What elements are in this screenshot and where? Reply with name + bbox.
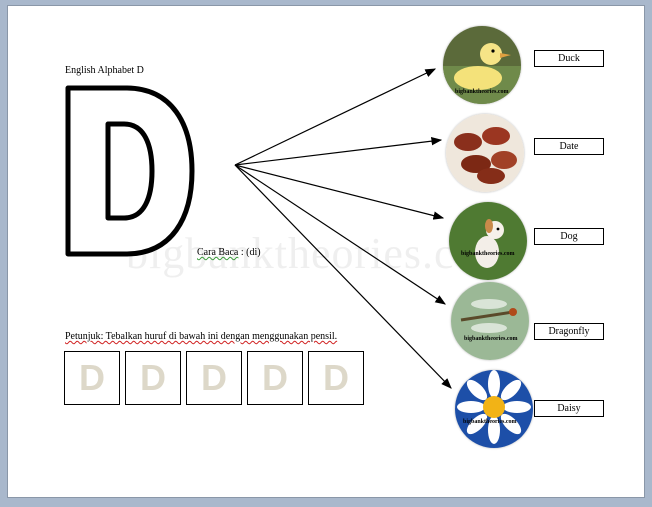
arrow-dog: [234, 164, 445, 220]
tracing-box: D: [125, 351, 181, 405]
tracing-box: D: [64, 351, 120, 405]
image-caption: bigbanktheories.com: [463, 419, 517, 425]
instruction-text: : Tebalkan huruf di bawah ini dengan men…: [100, 331, 338, 342]
label-dragonfly: Dragonfly: [534, 323, 604, 340]
label-duck: Duck: [534, 50, 604, 67]
arrow-daisy: [234, 164, 452, 389]
dog-photo: [449, 202, 527, 280]
connector-arrows: [234, 68, 452, 389]
pronunciation-line: Cara Baca : (di): [197, 247, 261, 258]
dates-photo: [446, 114, 524, 192]
daisy-photo: [455, 370, 533, 448]
tracing-box: D: [247, 351, 303, 405]
trace-letter: D: [201, 357, 227, 398]
arrow-date: [234, 136, 443, 166]
tracing-row: D D D D D: [64, 351, 364, 405]
label-dog: Dog: [534, 228, 604, 245]
trace-letter: D: [323, 357, 349, 398]
arrow-duck: [234, 68, 437, 166]
dragonfly-photo: [451, 282, 529, 360]
pronunciation-value: : (di): [240, 247, 261, 258]
trace-letter: D: [262, 357, 288, 398]
trace-letter: D: [140, 357, 166, 398]
big-letter-d: [65, 85, 195, 257]
watermark-text: bigbanktheories.com: [126, 229, 513, 278]
image-caption: bigbanktheories.com: [455, 89, 509, 95]
label-date: Date: [534, 138, 604, 155]
tracing-box: D: [308, 351, 364, 405]
pronunciation-label: Cara Baca: [197, 247, 239, 258]
document-page: English Alphabet D bigbanktheories.com C…: [7, 5, 645, 498]
arrow-dragonfly: [234, 164, 447, 305]
instruction-label: Petunjuk: [65, 331, 101, 342]
image-caption: bigbanktheories.com: [464, 336, 518, 342]
tracing-box: D: [186, 351, 242, 405]
page-title: English Alphabet D: [65, 65, 144, 76]
instruction-line: Petunjuk: Tebalkan huruf di bawah ini de…: [65, 331, 337, 342]
trace-letter: D: [79, 357, 105, 398]
image-caption: bigbanktheories.com: [461, 251, 515, 257]
label-daisy: Daisy: [534, 400, 604, 417]
